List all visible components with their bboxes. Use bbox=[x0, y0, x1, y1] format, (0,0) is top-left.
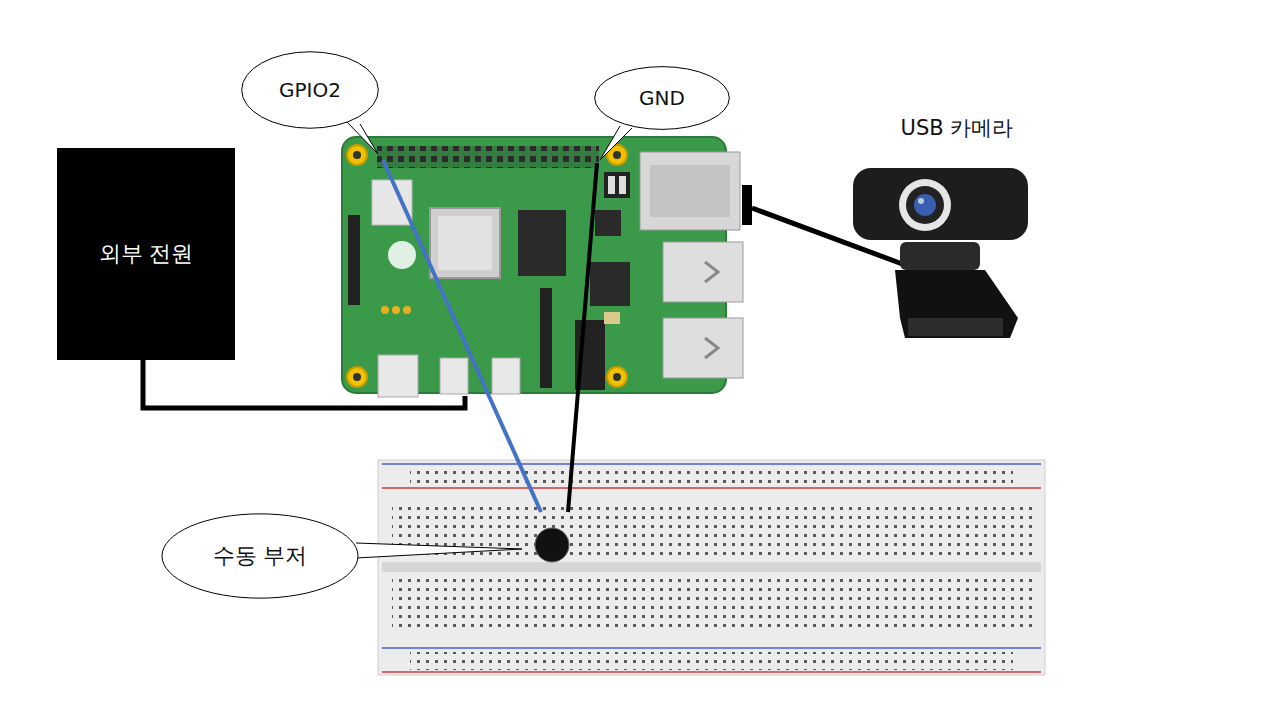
breadboard bbox=[378, 460, 1045, 675]
text-holder: GND bbox=[639, 86, 685, 110]
callout-tail bbox=[600, 126, 632, 160]
gnd-wire bbox=[568, 163, 597, 512]
callout-bubble: GND bbox=[594, 66, 730, 130]
callout-bubble: 수동 부저 bbox=[161, 513, 359, 599]
node-text: GND bbox=[639, 86, 685, 110]
callout-bubble: GPIO2 bbox=[241, 51, 379, 129]
callout-tail bbox=[345, 120, 378, 154]
node-text: 외부 전원 bbox=[99, 239, 194, 269]
text-holder: GPIO2 bbox=[279, 78, 341, 102]
text-holder: 외부 전원 bbox=[99, 239, 194, 269]
text-holder: 수동 부저 bbox=[213, 541, 308, 571]
callout-tail bbox=[356, 543, 522, 558]
node-text: 수동 부저 bbox=[213, 541, 308, 571]
device-label: USB 카메라 bbox=[901, 114, 1014, 142]
gpio-wire bbox=[383, 160, 541, 512]
power-supply-box: 외부 전원 bbox=[57, 148, 235, 360]
raspberry-pi-board bbox=[342, 137, 752, 397]
node-text: GPIO2 bbox=[279, 78, 341, 102]
buzzer bbox=[535, 528, 569, 562]
usb-camera bbox=[853, 168, 1028, 338]
